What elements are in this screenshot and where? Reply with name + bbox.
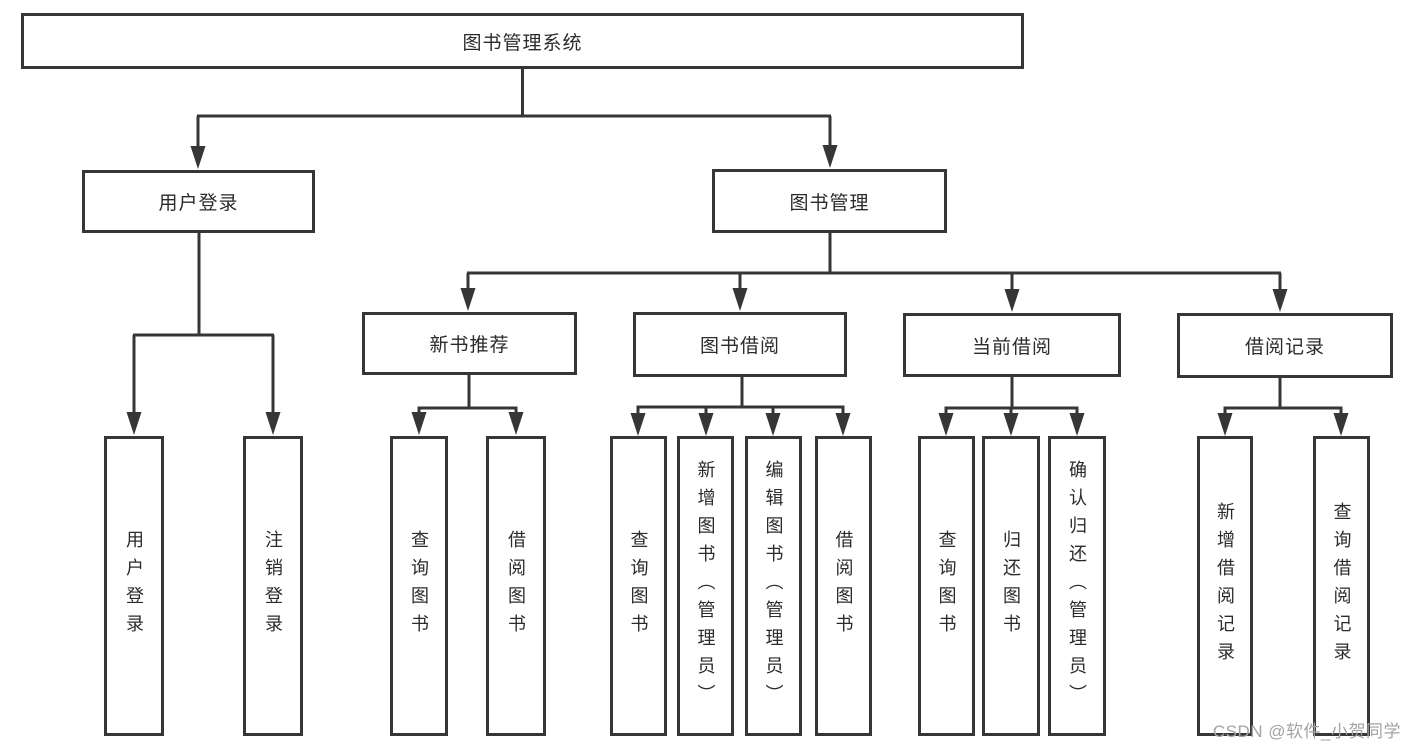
node-book-borrow: 图书借阅 [633,312,847,377]
leaf-borrow-books: 借阅图书 [815,436,872,736]
node-root: 图书管理系统 [21,13,1024,69]
leaf-add-books-admin: 新增图书（管理员） [677,436,734,736]
leaf-query-books-current: 查询图书 [918,436,975,736]
node-borrow-records: 借阅记录 [1177,313,1393,378]
leaf-add-borrow-record: 新增借阅记录 [1197,436,1253,736]
node-new-book-recommend: 新书推荐 [362,312,577,375]
leaf-return-books: 归还图书 [982,436,1040,736]
node-current-borrow: 当前借阅 [903,313,1121,377]
leaf-query-books-borrow: 查询图书 [610,436,667,736]
leaf-user-login: 用户登录 [104,436,164,736]
leaf-query-borrow-record: 查询借阅记录 [1313,436,1370,736]
leaf-edit-books-admin: 编辑图书（管理员） [745,436,802,736]
node-book-management: 图书管理 [712,169,947,233]
csdn-watermark: CSDN @软件_小贺同学 [1212,722,1401,741]
leaf-query-books-recommend: 查询图书 [390,436,448,736]
node-user-login: 用户登录 [82,170,315,233]
leaf-confirm-return-admin: 确认归还（管理员） [1048,436,1106,736]
leaf-borrow-books-recommend: 借阅图书 [486,436,546,736]
leaf-logout: 注销登录 [243,436,303,736]
